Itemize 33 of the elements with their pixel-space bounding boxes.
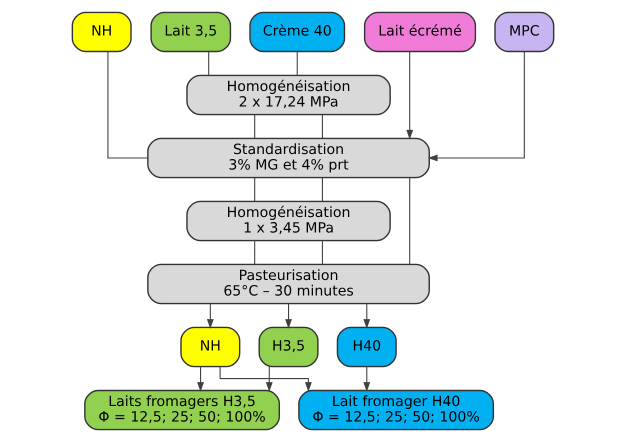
node-box: Lait 3,5 xyxy=(150,12,232,52)
arrow xyxy=(363,366,370,392)
node-box: Lait écrémé xyxy=(364,12,476,52)
node-box: Standardisation 3% MG et 4% prt xyxy=(147,138,430,178)
node-box: H3,5 xyxy=(258,326,319,368)
arrow xyxy=(197,366,204,392)
node-box: Lait fromager H40 Φ = 12,5; 25; 50; 100% xyxy=(298,390,494,430)
node-box: MPC xyxy=(494,12,554,52)
connector xyxy=(296,52,298,76)
arrow xyxy=(285,304,292,329)
node-box: Homogénéisation 1 x 3,45 MPa xyxy=(186,200,391,242)
node-box: NH xyxy=(72,12,132,52)
connector xyxy=(322,114,323,138)
connector xyxy=(322,178,323,202)
node-box: H40 xyxy=(336,326,397,368)
node-box: Homogénéisation 2 x 17,24 MPa xyxy=(186,74,391,116)
connector xyxy=(322,240,323,264)
arrow xyxy=(220,366,312,392)
node-box: Crème 40 xyxy=(249,12,346,52)
arrow xyxy=(206,304,214,329)
connector xyxy=(107,52,148,159)
arrow xyxy=(363,304,370,329)
node-box: Laits fromagers H3,5 Φ = 12,5; 25; 50; 100% xyxy=(84,390,280,430)
connector xyxy=(208,52,210,76)
connector xyxy=(254,240,256,264)
connector xyxy=(254,178,256,202)
arrow xyxy=(428,52,525,162)
connector xyxy=(409,178,410,264)
node-box: NH xyxy=(180,326,240,368)
node-box: Pasteurisation 65°C – 30 minutes xyxy=(147,264,430,304)
connector xyxy=(254,114,256,138)
arrow xyxy=(266,366,273,392)
arrow xyxy=(406,52,414,140)
